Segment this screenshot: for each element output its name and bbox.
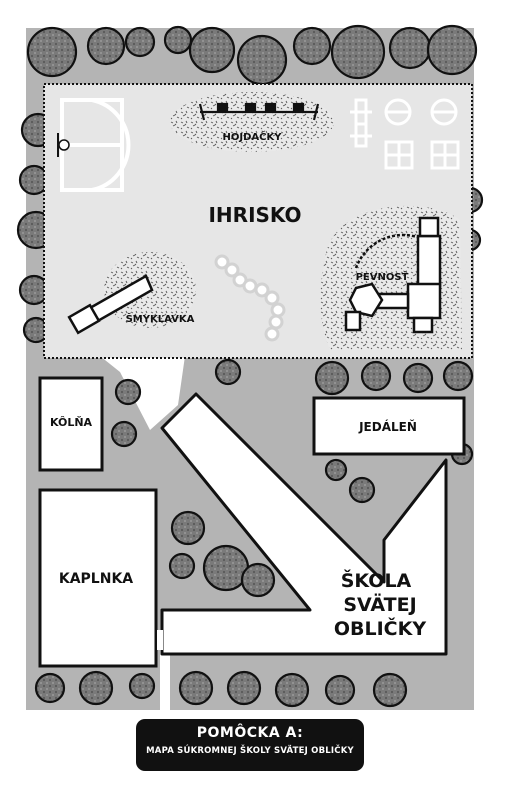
- fort-icon: [344, 216, 442, 334]
- label-school-line1: ŠKOLA: [341, 568, 412, 592]
- label-chapel: KAPLNKA: [59, 571, 133, 587]
- four-square-courts: [384, 98, 460, 170]
- tree-row-bottom: [34, 670, 408, 708]
- school-walkway: [157, 630, 163, 650]
- chapel-building: [38, 488, 158, 668]
- swings-icon: [198, 102, 320, 121]
- label-playground: IHRISKO: [208, 203, 301, 227]
- slide-icon: [67, 274, 154, 335]
- label-shed: KÔLŇA: [50, 416, 93, 429]
- shed-building: [38, 376, 104, 472]
- label-school-line2: SVÄTEJ: [343, 592, 416, 616]
- snake-path: [214, 254, 286, 342]
- school-building: [160, 392, 448, 656]
- caption-subtitle: MAPA SÚKROMNEJ ŠKOLY SVÄTEJ OBLIČKY: [146, 746, 354, 756]
- caption-title: POMÔCKA A:: [196, 725, 304, 741]
- map-caption: POMÔCKA A: MAPA SÚKROMNEJ ŠKOLY SVÄTEJ O…: [136, 719, 364, 771]
- label-school-line3: OBLIČKY: [334, 616, 426, 640]
- footpath: [100, 356, 185, 430]
- hopscotch-icon: [350, 98, 372, 148]
- label-swings: HOJDAČKY: [223, 130, 283, 143]
- tree-row-top: [16, 24, 484, 344]
- label-cafeteria: JEDÁLEŇ: [358, 419, 417, 434]
- footpath-south: [160, 645, 170, 712]
- label-fort: PEVNOSŤ: [356, 270, 409, 283]
- swings-gravel: [170, 92, 334, 152]
- basketball-hoop-icon: [57, 133, 70, 157]
- cafeteria-building: [312, 396, 466, 456]
- label-slide: ŠMYKĽAVKA: [126, 312, 195, 325]
- tree-row-middle: [110, 358, 474, 598]
